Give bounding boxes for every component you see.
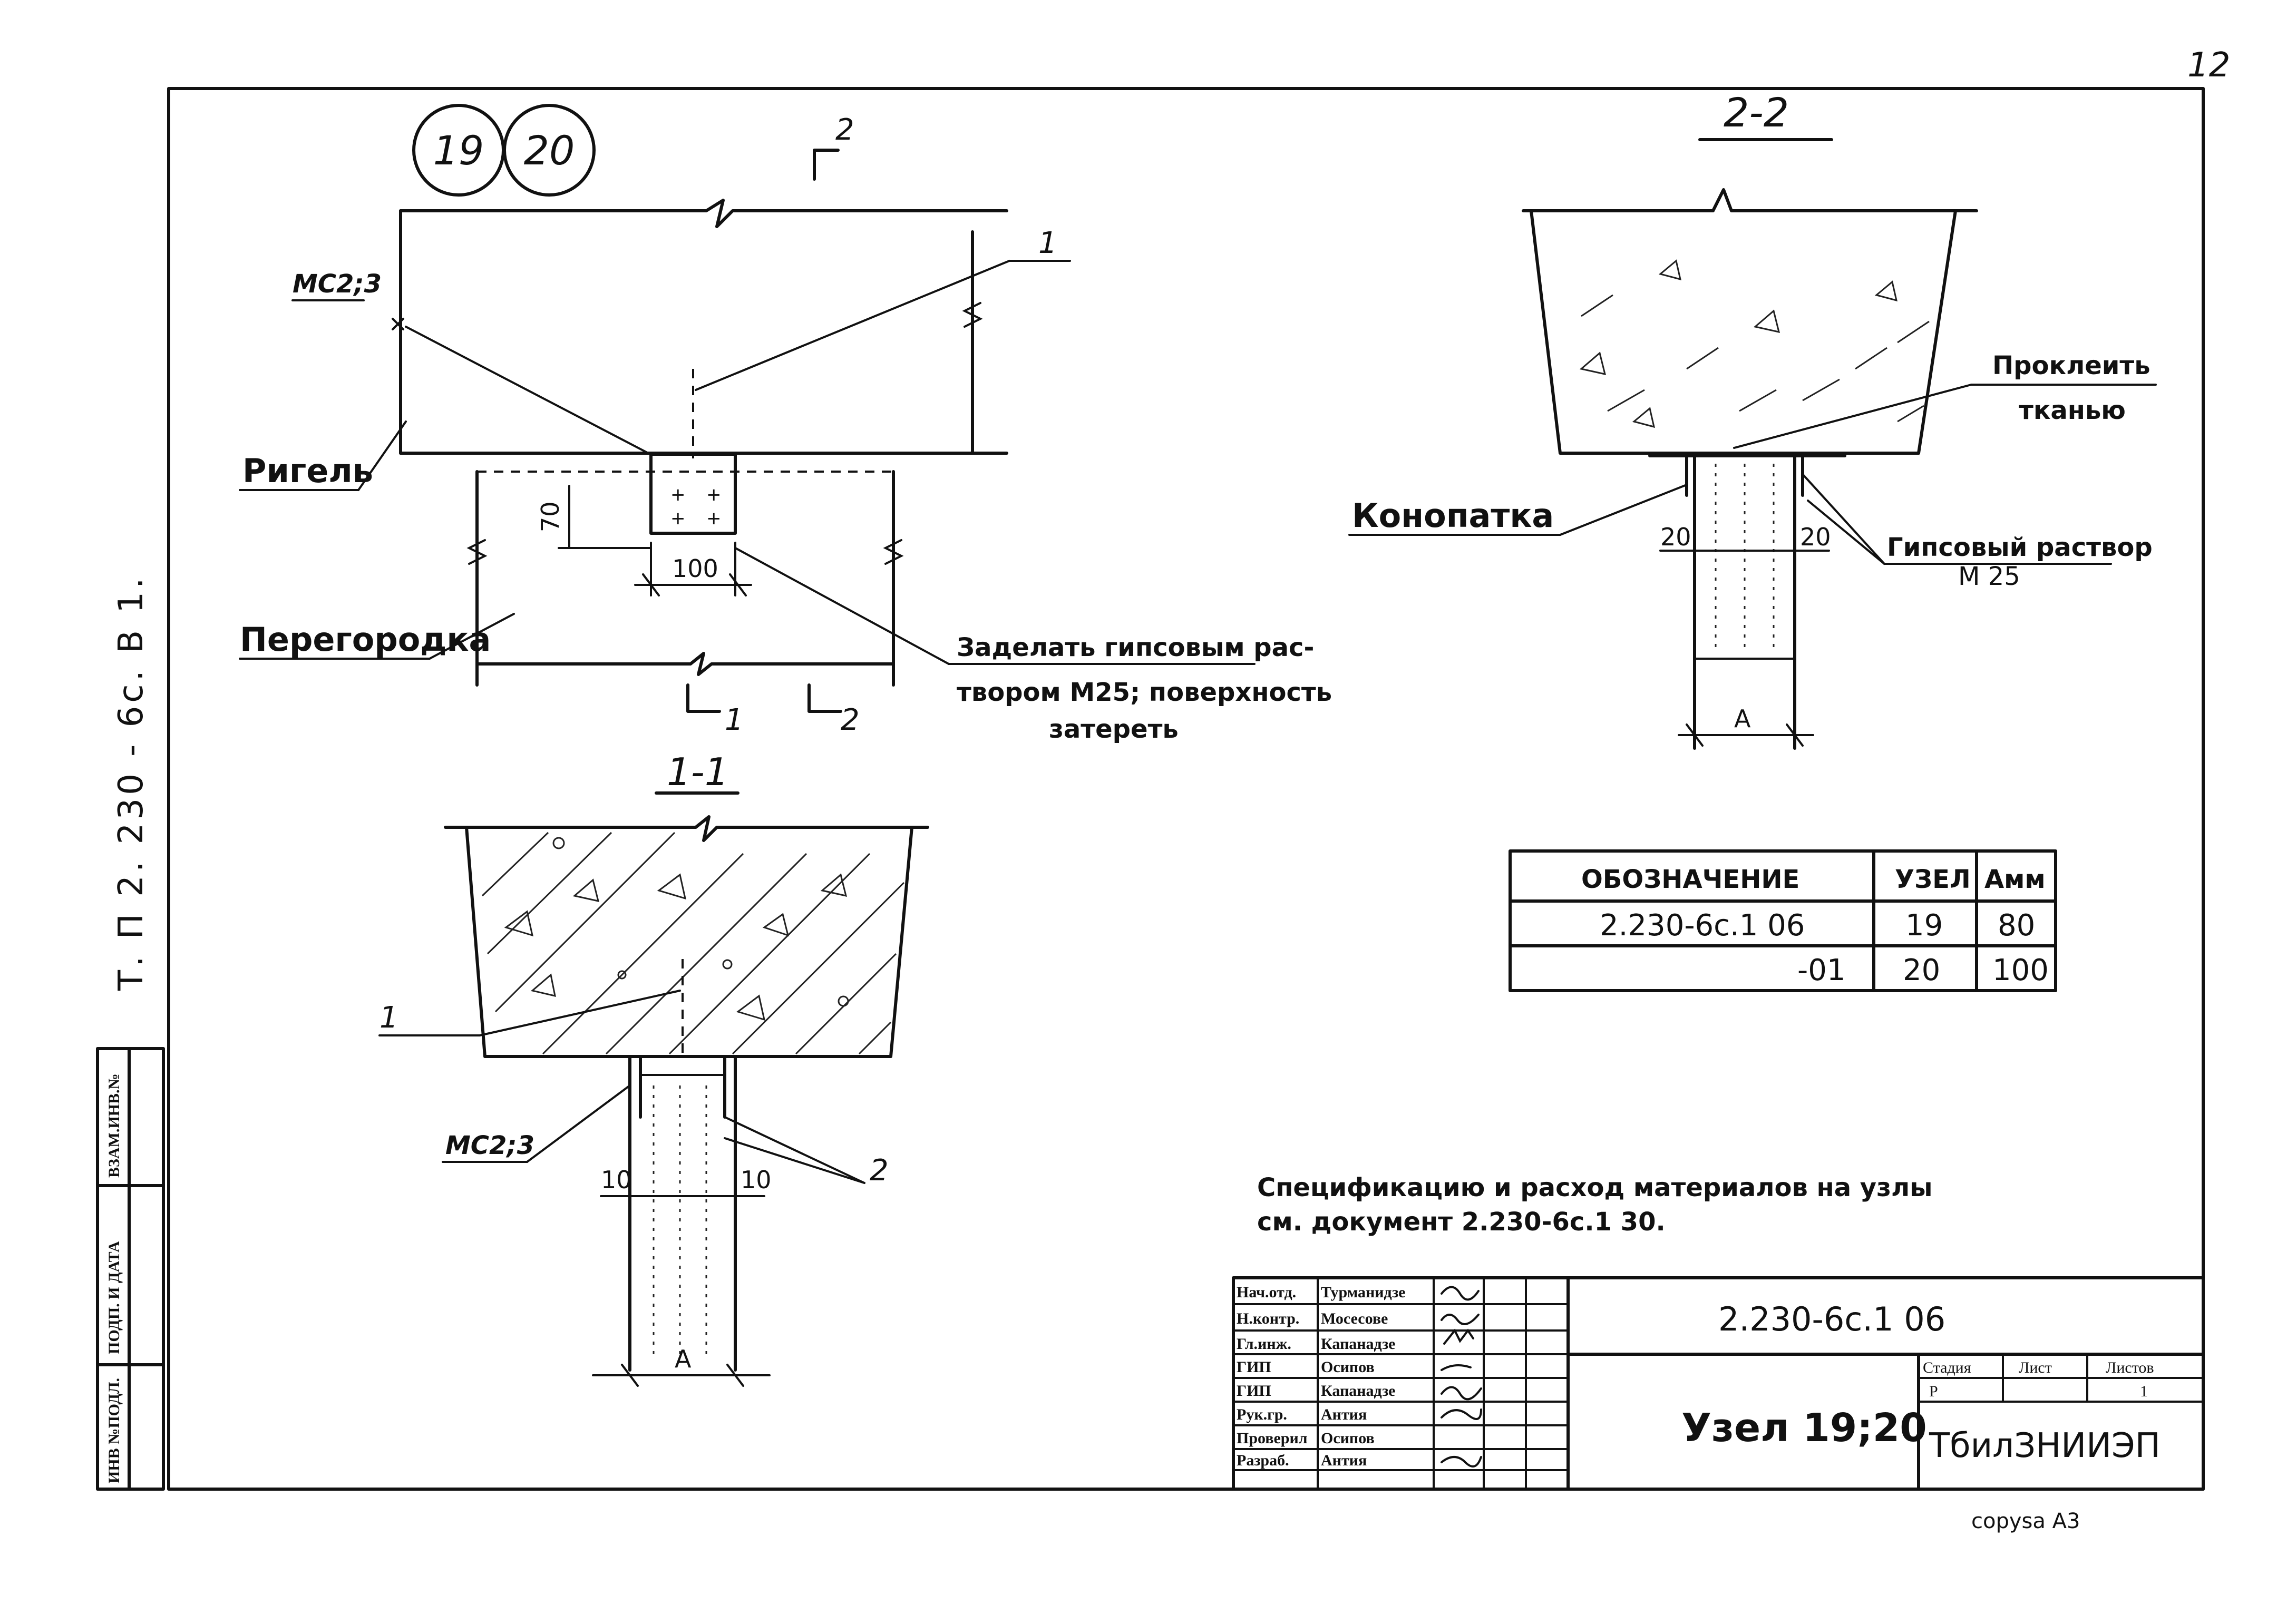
tb-role-3: Гл.инж. [1237, 1335, 1291, 1353]
plan-cut-1: 1 [725, 703, 744, 737]
spec-note-line2: см. документ 2.230-6с.1 30. [1257, 1207, 1666, 1237]
tb-name-8: Антия [1321, 1452, 1367, 1469]
svg-text:+: + [670, 484, 686, 505]
section-2-2-prokleit-line1: Проклеить [1992, 351, 2150, 380]
table-row-2-a: 100 [1992, 953, 2049, 987]
table-header-designation: ОБОЗНАЧЕНИЕ [1581, 865, 1799, 894]
signatures [1441, 1286, 1482, 1468]
plan-cut-2: 2 [841, 703, 860, 737]
format-label: copysa A3 [1971, 1509, 2080, 1533]
svg-text:+: + [706, 484, 722, 505]
tb-name-5: Капанадзе [1321, 1382, 1395, 1400]
tb-name-4: Осипов [1321, 1358, 1375, 1376]
tb-role-1: Нач.отд. [1237, 1284, 1296, 1301]
tb-name-6: Антия [1321, 1406, 1367, 1423]
section-1-1-leader-2: 2 [870, 1153, 889, 1188]
section-2-2-dim-left: 20 [1660, 523, 1691, 551]
tb-role-4: ГИП [1237, 1358, 1271, 1376]
section-1-1-dim-left: 10 [601, 1166, 632, 1194]
tb-stage: Р [1929, 1383, 1938, 1400]
node-19: 19 [433, 127, 484, 174]
side-strip-vzam: ВЗАМ.ИНВ.№ [105, 1073, 123, 1178]
tb-sheets-header: Листов [2106, 1359, 2154, 1376]
svg-text:+: + [670, 508, 686, 529]
section-1-1-leader-1: 1 [380, 1001, 398, 1035]
title-block: Нач.отд. Турманидзе Н.контр. Мосесове Гл… [1232, 1276, 2205, 1491]
section-2-2-gips-line1: Гипсовый раствор [1887, 533, 2153, 562]
tb-role-5: ГИП [1237, 1382, 1271, 1400]
side-strip-inv-podl: ИНВ №ПОДЛ. [105, 1378, 123, 1483]
plan-view: 2 + + + + 70 100 МС2;3 [239, 113, 1332, 744]
spec-table: ОБОЗНАЧЕНИЕ УЗЕЛ Амм 2.230-6с.1 06 19 80… [1509, 849, 2057, 992]
section-2-2-gips-line2: М 25 [1958, 562, 2020, 591]
spec-note-line1: Спецификацию и расход материалов на узлы [1257, 1173, 1933, 1202]
table-header-node: УЗЕЛ [1895, 865, 1971, 894]
tb-stage-header: Стадия [1923, 1359, 1971, 1376]
plan-section-mark-2: 2 [835, 113, 854, 147]
plan-note-line2: твором М25; поверхность [957, 678, 1332, 707]
plan-dim-70: 70 [536, 501, 565, 532]
plan-peregorodka-label: Перегородка [240, 620, 491, 659]
table-row-1-designation: 2.230-6с.1 06 [1600, 908, 1805, 943]
section-1-1-title: 1-1 [667, 750, 729, 794]
side-strip-podp: ПОДП. И ДАТА [105, 1241, 123, 1354]
node-markers: 19 20 [412, 104, 596, 197]
node-20: 20 [524, 127, 575, 174]
section-1-1-dim-a: А [675, 1345, 692, 1373]
tb-name-7: Осипов [1321, 1430, 1375, 1447]
drawing-frame [167, 87, 2205, 1491]
tb-doc-code: 2.230-6с.1 06 [1718, 1300, 1945, 1338]
tb-role-2: Н.контр. [1237, 1310, 1299, 1327]
svg-text:+: + [706, 508, 722, 529]
tb-sheets: 1 [2140, 1383, 2148, 1400]
table-row-1-a: 80 [1998, 908, 2035, 943]
plan-note-line1: Заделать гипсовым рас- [957, 633, 1314, 662]
section-1-1-dim-right: 10 [741, 1166, 772, 1194]
tb-role-6: Рук.гр. [1237, 1406, 1287, 1423]
tb-role-8: Разраб. [1237, 1452, 1289, 1469]
tb-name-1: Турманидзе [1321, 1284, 1405, 1301]
section-1-1: 1-1 [378, 750, 929, 1387]
section-2-2: 2-2 [1348, 89, 2157, 750]
table-header-a: Амм [1984, 865, 2046, 894]
tb-name-2: Мосесове [1321, 1310, 1388, 1327]
table-row-1-node: 19 [1905, 908, 1943, 943]
tb-role-7: Проверил [1237, 1430, 1308, 1447]
section-2-2-dim-a: А [1734, 705, 1751, 733]
tb-title: Узел 19;20 [1681, 1405, 1927, 1451]
page-number: 12 [2187, 46, 2230, 85]
plan-rigel-label: Ригель [242, 452, 373, 490]
plan-dim-100: 100 [672, 554, 718, 583]
section-2-2-title: 2-2 [1724, 89, 1789, 136]
side-strip: ИНВ №ПОДЛ. ПОДП. И ДАТА ВЗАМ.ИНВ.№ [96, 1047, 165, 1491]
table-row-2-node: 20 [1903, 953, 1940, 987]
plan-note-line3: затереть [1049, 715, 1179, 744]
table-row-2-designation: -01 [1797, 953, 1845, 987]
section-2-2-dim-right: 20 [1800, 523, 1831, 551]
section-2-2-prokleit-line2: тканью [2019, 396, 2126, 425]
section-1-1-mc-label: МС2;3 [445, 1131, 534, 1160]
section-2-2-konopatka: Конопатка [1352, 496, 1554, 535]
plan-mc-label: МС2;3 [293, 269, 382, 299]
tb-org: ТбилЗНИИЭП [1929, 1426, 2161, 1465]
tb-sheet-header: Лист [2019, 1359, 2052, 1376]
tb-name-3: Капанадзе [1321, 1335, 1395, 1353]
side-stamp: Т. П 2. 230 - 6с. В 1. [112, 575, 151, 992]
plan-leader-1: 1 [1038, 226, 1057, 260]
